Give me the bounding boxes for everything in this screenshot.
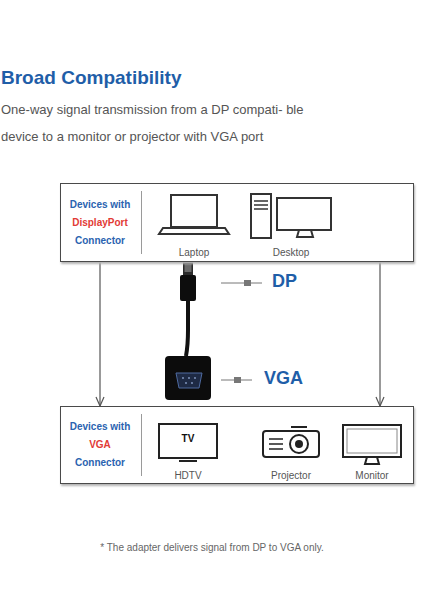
device-label: HDTV: [153, 470, 223, 481]
hdtv-device: TV HDTV: [153, 423, 223, 481]
footnote: * The adapter delivers signal from DP to…: [0, 542, 424, 553]
monitor-device: Monitor: [335, 423, 409, 481]
band-heading: Devices withVGAConnector: [61, 407, 139, 483]
vga-adapter-box: [165, 356, 211, 400]
desktop-icon: [247, 192, 335, 240]
subtitle: One-way signal transmission from a DP co…: [1, 96, 315, 150]
title: Broad Compatibility: [1, 67, 182, 89]
source-device-band: Devices withDisplayPortConnectorLaptop De…: [60, 183, 414, 262]
band-heading: Devices withDisplayPortConnector: [61, 184, 139, 261]
band-heading-line: Devices with: [70, 196, 131, 214]
band-separator: [141, 414, 142, 476]
device-label: Projector: [251, 470, 331, 481]
tv-icon: [153, 423, 223, 471]
band-separator: [141, 191, 142, 254]
arrow-head: [376, 397, 384, 406]
cable: [186, 300, 188, 356]
screen-text: TV: [159, 433, 217, 444]
band-heading-line: Connector: [75, 232, 125, 250]
target-device-band: Devices withVGAConnector TV HDTV Projector M…: [60, 406, 414, 484]
band-heading-line: Connector: [75, 454, 125, 472]
band-heading-line: Devices with: [70, 418, 131, 436]
device-label: Laptop: [157, 247, 231, 258]
device-label: Desktop: [247, 247, 335, 258]
arrow-shaft: [379, 262, 380, 406]
signal-arrow: [96, 262, 104, 406]
port-label: DP: [272, 271, 297, 292]
dp-plug: [180, 262, 196, 301]
signal-arrow: [376, 262, 384, 406]
leader-line: [221, 280, 262, 286]
projector-icon: [251, 423, 331, 471]
arrow-shaft: [99, 262, 100, 406]
leader-line: [221, 377, 252, 383]
laptop-icon: [157, 192, 231, 240]
laptop-device: Laptop: [157, 192, 231, 258]
desktop-device: Desktop: [247, 192, 335, 258]
port-label: VGA: [264, 368, 303, 389]
band-heading-line: VGA: [89, 436, 111, 454]
band-heading-line: DisplayPort: [72, 214, 128, 232]
monitor-icon: [335, 423, 409, 471]
arrow-head: [96, 397, 104, 406]
projector-device: Projector: [251, 423, 331, 481]
device-label: Monitor: [335, 470, 409, 481]
